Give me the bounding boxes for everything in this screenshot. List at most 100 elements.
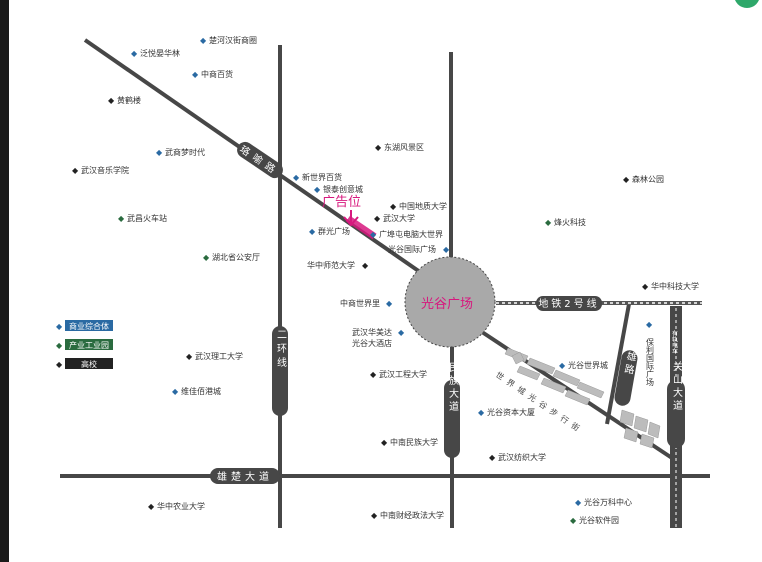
svg-text:高校: 高校 xyxy=(81,359,97,369)
poi-marker[interactable]: ◆黄鹤楼 xyxy=(108,95,141,105)
svg-text:武商梦时代: 武商梦时代 xyxy=(165,147,205,157)
road-label-guanshan: 关山大道 xyxy=(667,360,685,448)
poi-marker[interactable]: ◆银泰创意城 xyxy=(314,184,363,194)
center-hub[interactable]: 光谷广场 xyxy=(404,256,496,348)
poi-marker[interactable]: ◆森林公园 xyxy=(623,174,664,184)
poi-marker[interactable]: ◆广埠屯电脑大世界 xyxy=(370,229,443,239)
svg-text:◆: ◆ xyxy=(370,370,377,379)
svg-text:◆: ◆ xyxy=(623,175,630,184)
svg-text:◆: ◆ xyxy=(56,360,63,369)
poi-marker[interactable]: ◆新世界百货 xyxy=(293,172,342,182)
svg-text:◆: ◆ xyxy=(56,322,63,331)
svg-text:◆: ◆ xyxy=(148,502,155,511)
poi-marker[interactable]: ◆华中农业大学 xyxy=(148,501,205,511)
poi-marker[interactable]: 中商世界里◆ xyxy=(340,298,393,308)
svg-text:烽火科技: 烽火科技 xyxy=(554,217,586,227)
poi-marker[interactable]: ◆东湖风景区 xyxy=(375,142,424,152)
svg-text:◆: ◆ xyxy=(362,261,369,270)
svg-text:商业综合体: 商业综合体 xyxy=(69,321,109,331)
poi-marker[interactable]: ◆泛悦晏华林 xyxy=(131,48,180,58)
svg-text:◆: ◆ xyxy=(545,218,552,227)
svg-text:中南财经政法大学: 中南财经政法大学 xyxy=(380,510,444,520)
poi-marker[interactable]: ◆楚河汉街商圈 xyxy=(200,35,257,45)
svg-text:光谷资本大厦: 光谷资本大厦 xyxy=(487,407,535,417)
svg-text:雄楚大道: 雄楚大道 xyxy=(217,470,273,483)
svg-text:◆: ◆ xyxy=(131,49,138,58)
poi-marker[interactable]: ◆武汉纺织大学 xyxy=(489,452,546,462)
poi-marker[interactable]: ◆光谷世界城 xyxy=(559,360,608,370)
svg-text:武汉理工大学: 武汉理工大学 xyxy=(195,351,243,361)
svg-text:维佳佰港城: 维佳佰港城 xyxy=(181,386,221,396)
svg-text:东湖风景区: 东湖风景区 xyxy=(384,142,424,152)
poi-marker[interactable]: ◆武昌火车站 xyxy=(118,213,167,223)
svg-text:◆: ◆ xyxy=(200,36,207,45)
poi-marker[interactable]: ◆湖北省公安厅 xyxy=(203,252,260,262)
svg-text:◆: ◆ xyxy=(186,352,193,361)
svg-text:◆: ◆ xyxy=(172,387,179,396)
svg-text:华中师范大学: 华中师范大学 xyxy=(307,260,355,270)
svg-text:新世界百货: 新世界百货 xyxy=(302,172,342,182)
svg-text:产业工业园: 产业工业园 xyxy=(69,340,109,350)
svg-text:◆: ◆ xyxy=(642,282,649,291)
poi-marker[interactable]: ◆武汉音乐学院 xyxy=(72,165,129,175)
road-network xyxy=(60,38,710,528)
svg-text:光谷万科中心: 光谷万科中心 xyxy=(584,497,632,507)
poi-marker[interactable]: 武汉华美达◆ xyxy=(352,327,405,337)
road-label-second-ring: 二环线 xyxy=(272,326,288,416)
poi-marker[interactable]: ◆武汉理工大学 xyxy=(186,351,243,361)
svg-text:◆: ◆ xyxy=(314,185,321,194)
poi-marker[interactable]: ◆光谷资本大厦 xyxy=(478,407,535,417)
svg-text:◆: ◆ xyxy=(108,96,115,105)
poi-marker[interactable]: ◆武汉工程大学 xyxy=(370,369,427,379)
svg-text:中商百货: 中商百货 xyxy=(201,69,233,79)
building-cluster-east xyxy=(619,409,661,449)
svg-text:森林公园: 森林公园 xyxy=(632,174,664,184)
road-label-xiongchu: 雄楚大道 xyxy=(210,468,280,484)
legend-item-industrial: ◆ 产业工业园 xyxy=(56,339,113,350)
svg-text:◆: ◆ xyxy=(293,173,300,182)
svg-text:关山大道: 关山大道 xyxy=(671,360,683,413)
svg-text:◆: ◆ xyxy=(192,70,199,79)
svg-text:◆: ◆ xyxy=(374,214,381,223)
poi-marker[interactable]: ◆中南民族大学 xyxy=(381,437,438,447)
svg-text:湖北省公安厅: 湖北省公安厅 xyxy=(212,252,260,262)
poi-marker[interactable]: ◆群光广场 xyxy=(309,226,350,236)
poi-marker[interactable]: ◆中商百货 xyxy=(192,69,233,79)
svg-text:◆: ◆ xyxy=(72,166,79,175)
poi-marker[interactable]: ◆中南财经政法大学 xyxy=(371,510,444,520)
map-legend: ◆ 商业综合体 ◆ 产业工业园 ◆ 高校 xyxy=(56,320,113,369)
svg-text:◆: ◆ xyxy=(478,408,485,417)
svg-text:◆: ◆ xyxy=(489,453,496,462)
svg-text:◆: ◆ xyxy=(646,320,653,329)
poi-marker[interactable]: ◆武汉大学 xyxy=(374,213,415,223)
svg-text:武汉纺织大学: 武汉纺织大学 xyxy=(498,452,546,462)
svg-text:中南民族大学: 中南民族大学 xyxy=(390,437,438,447)
svg-text:泛悦晏华林: 泛悦晏华林 xyxy=(140,48,180,58)
svg-text:◆: ◆ xyxy=(371,511,378,520)
svg-text:◆: ◆ xyxy=(443,245,450,254)
svg-text:◆: ◆ xyxy=(559,361,566,370)
svg-text:华中科技大学: 华中科技大学 xyxy=(651,281,699,291)
poi-marker[interactable]: 华中师范大学 ◆ xyxy=(307,260,369,270)
svg-text:武汉华美达: 武汉华美达 xyxy=(352,327,392,337)
poi-marker[interactable]: 光谷大酒店 xyxy=(352,338,392,348)
svg-text:华中农业大学: 华中农业大学 xyxy=(157,501,205,511)
poi-marker[interactable]: ◆光谷软件园 xyxy=(570,515,619,525)
poi-marker[interactable]: ◆保利国际广场 xyxy=(646,320,655,387)
poi-marker[interactable]: 光谷国际广场◆ xyxy=(388,244,450,254)
center-label: 光谷广场 xyxy=(421,297,473,312)
poi-marker[interactable]: ◆华中科技大学 xyxy=(642,281,699,291)
poi-marker[interactable]: ◆光谷万科中心 xyxy=(575,497,632,507)
corner-badge xyxy=(734,0,760,8)
poi-marker[interactable]: ◆武商梦时代 xyxy=(156,147,205,157)
ad-position[interactable]: 广告位 xyxy=(322,195,377,240)
poi-marker[interactable]: ◆中国地质大学 xyxy=(390,201,447,211)
svg-text:◆: ◆ xyxy=(570,516,577,525)
poi-marker[interactable]: ◆维佳佰港城 xyxy=(172,386,221,396)
svg-text:◆: ◆ xyxy=(156,148,163,157)
svg-text:◆: ◆ xyxy=(381,438,388,447)
svg-text:武昌火车站: 武昌火车站 xyxy=(127,213,167,223)
svg-text:民族大道: 民族大道 xyxy=(447,362,459,414)
poi-marker[interactable]: ◆烽火科技 xyxy=(545,217,586,227)
